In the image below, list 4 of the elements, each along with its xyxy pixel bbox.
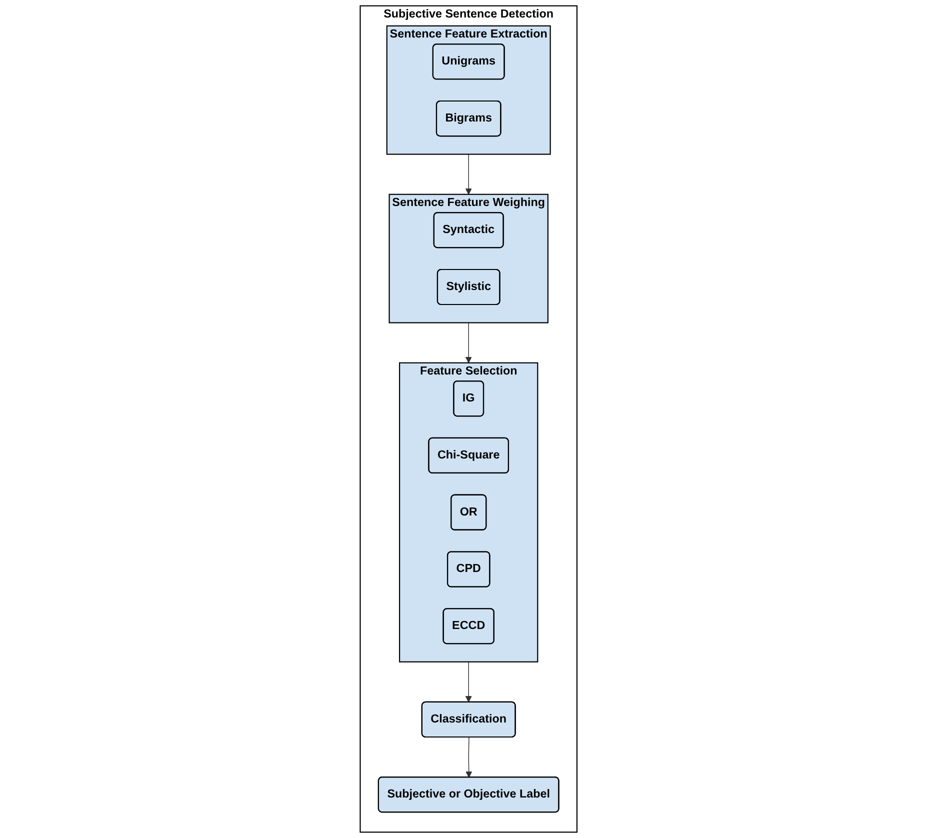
arrow bbox=[465, 154, 472, 195]
arrow bbox=[466, 736, 472, 778]
arrow bbox=[465, 662, 472, 702]
arrow bbox=[465, 322, 472, 364]
